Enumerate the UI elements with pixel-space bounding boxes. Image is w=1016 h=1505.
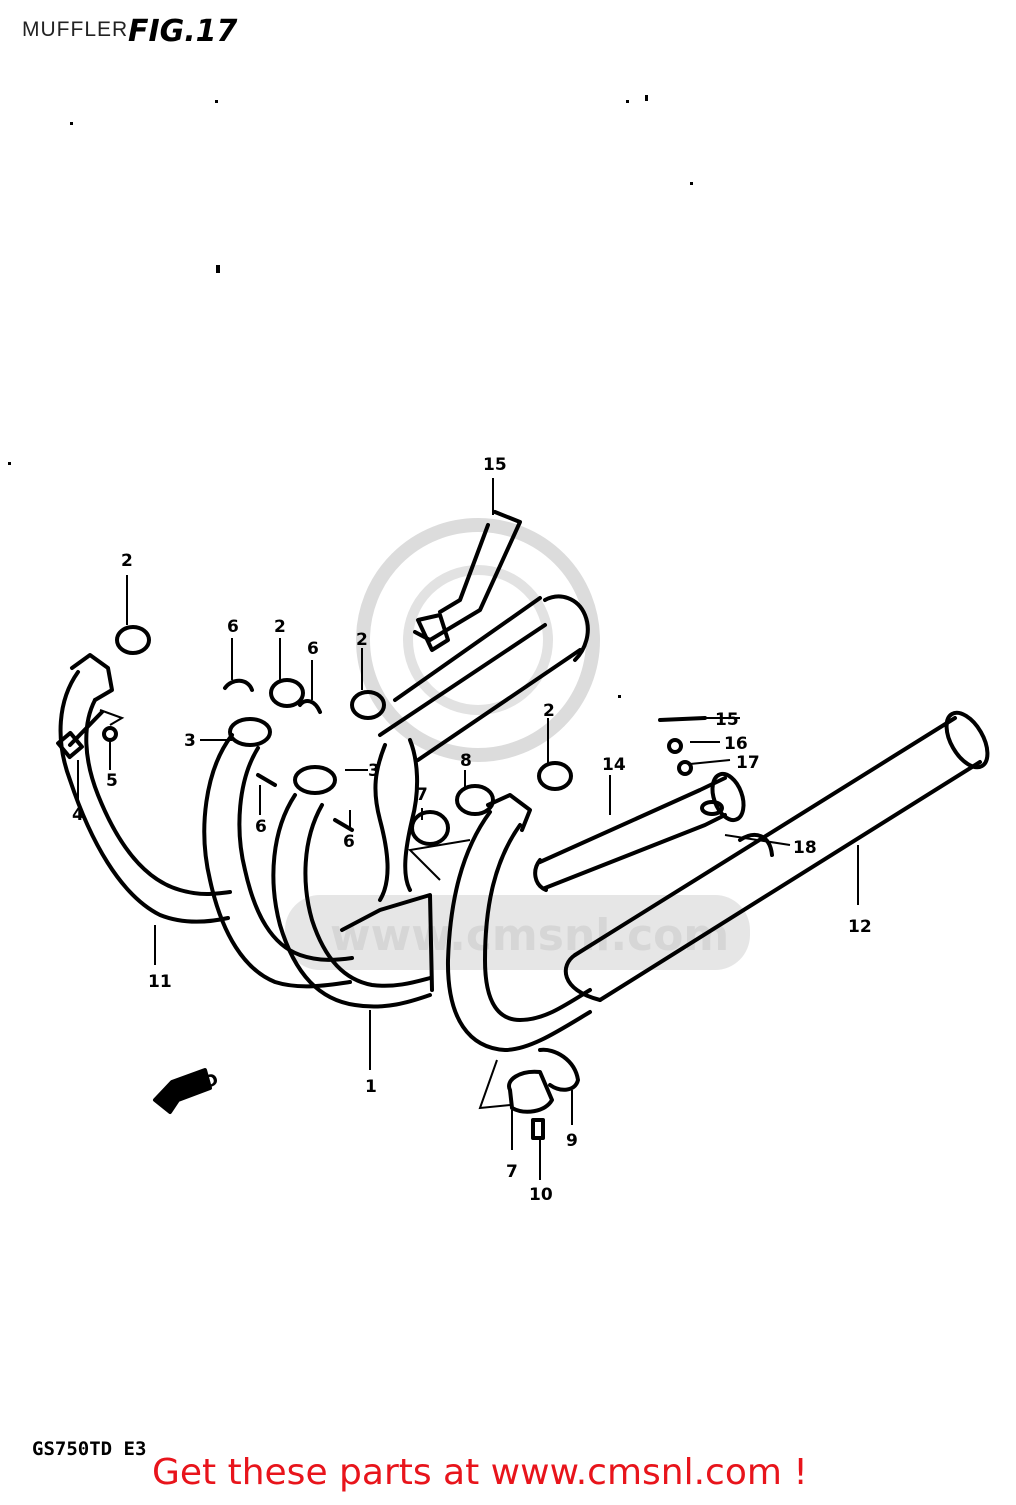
connector-7 — [507, 1069, 554, 1114]
model-code: GS750TD E3 — [32, 1438, 147, 1460]
callout-9: 9 — [566, 1131, 578, 1151]
callout-2: 2 — [356, 630, 368, 650]
callout-15: 15 — [715, 710, 739, 730]
figure-number: FIG.17 — [128, 14, 238, 49]
callout-7: 7 — [416, 785, 428, 805]
callouts: 15 2 6 2 6 2 2 3 3 5 4 6 6 7 8 14 15 16 … — [72, 455, 872, 1205]
washer-17 — [677, 760, 693, 776]
callout-13: 15 — [483, 455, 507, 475]
callout-6: 6 — [343, 832, 355, 852]
callout-6: 6 — [307, 639, 319, 659]
clip-6 — [223, 678, 254, 692]
callout-4: 4 — [72, 805, 84, 825]
clamp-3 — [228, 717, 272, 747]
page-title: MUFFLER — [22, 18, 129, 41]
callout-2: 2 — [543, 701, 555, 721]
washer-16 — [667, 738, 683, 754]
clip-6 — [298, 698, 322, 714]
muffler-14 — [533, 771, 746, 892]
clamp-8 — [455, 784, 495, 816]
callout-3: 3 — [368, 761, 380, 781]
cushion-18 — [700, 800, 724, 816]
gasket-2 — [537, 761, 573, 791]
callout-6: 6 — [255, 817, 267, 837]
exhaust-pipe-11 — [58, 653, 232, 924]
clip-6 — [256, 773, 277, 787]
washer-5 — [102, 726, 118, 742]
bolt-4 — [56, 730, 84, 760]
gasket-2 — [269, 678, 305, 708]
watermark-text: www.cmsnl.com — [330, 910, 729, 961]
callout-16: 16 — [724, 734, 748, 754]
callout-8: 8 — [460, 751, 472, 771]
callout-17: 17 — [736, 753, 760, 773]
gasket-2 — [350, 690, 386, 720]
exhaust-pipe-1 — [202, 733, 434, 1009]
bolt-10 — [531, 1118, 545, 1140]
bolt-15 — [658, 716, 707, 722]
callout-7: 7 — [506, 1162, 518, 1182]
callout-18: 18 — [793, 838, 817, 858]
cta-link[interactable]: Get these parts at www.cmsnl.com ! — [152, 1452, 808, 1493]
fwd-arrow — [153, 1068, 212, 1114]
connector-7 — [410, 810, 450, 846]
callout-10: 10 — [529, 1185, 553, 1205]
bracket-13 — [413, 510, 522, 652]
clamp-3 — [293, 765, 337, 795]
scan-noise — [8, 95, 693, 698]
callout-2: 2 — [274, 617, 286, 637]
callout-3: 3 — [184, 731, 196, 751]
clamp-9 — [538, 1047, 580, 1092]
callout-11: 11 — [148, 972, 172, 992]
exhaust-pipe-collector — [373, 594, 590, 902]
callout-14: 14 — [602, 755, 626, 775]
callout-5: 5 — [106, 771, 118, 791]
exhaust-pipe-front — [445, 793, 592, 1052]
gasket-2 — [115, 625, 151, 655]
callout-12: 12 — [848, 917, 872, 937]
watermark: www.cmsnl.com — [285, 518, 750, 970]
callout-1: 1 — [365, 1077, 377, 1097]
callout-6: 6 — [227, 617, 239, 637]
leader-lines — [77, 478, 859, 1180]
callout-2: 2 — [121, 551, 133, 571]
